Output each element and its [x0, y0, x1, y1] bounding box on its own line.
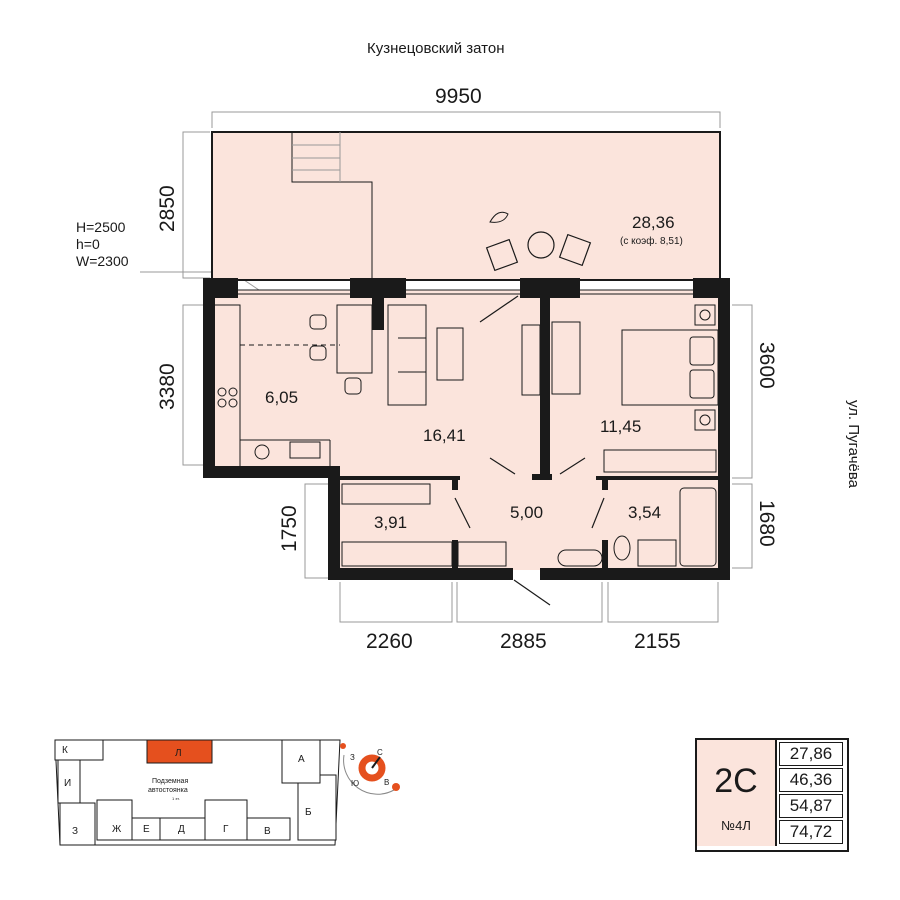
sun-icon: [340, 743, 346, 749]
walls: [203, 278, 730, 580]
window-width: W=2300: [76, 253, 129, 269]
dimension-lines: [140, 111, 753, 623]
sun-icon: [392, 783, 400, 791]
kitchen-furniture: [215, 304, 373, 468]
living-furniture: [387, 304, 581, 406]
plant-icon: [489, 211, 509, 223]
parking-level: 1 эт.: [172, 796, 180, 801]
street-top-label: Кузнецовский затон: [367, 40, 505, 57]
bedroom-area: 11,45: [600, 417, 641, 436]
bedroom-furniture: [603, 304, 719, 473]
stairs: [291, 132, 373, 278]
dim-bottom-3: 2155: [634, 630, 681, 653]
living-area: 16,41: [423, 426, 466, 445]
section-label: Д: [178, 824, 185, 835]
bathroom-fixtures: [613, 487, 717, 567]
apartment-type: 2С: [714, 762, 758, 800]
compass: С З Ю В: [340, 743, 400, 795]
area-value: 54,87: [779, 794, 843, 818]
section-label: З: [72, 826, 78, 837]
compass-north: С: [377, 748, 383, 757]
terrace-coef: (с коэф. 8,51): [620, 235, 683, 247]
apartment-info: 2С №4Л 27,86 46,36 54,87 74,72: [695, 738, 849, 852]
section-label: В: [264, 826, 271, 837]
storage-shelves: [341, 483, 603, 567]
window-height: H=2500: [76, 219, 126, 235]
section-highlight: [146, 739, 213, 764]
terrace-area: 28,36: [632, 213, 675, 232]
section-label: К: [62, 745, 68, 756]
parking-label: автостоянка: [148, 787, 188, 794]
hall-area: 5,00: [510, 503, 543, 522]
section-label: Ж: [112, 824, 122, 835]
dim-right-bath: 1680: [755, 500, 778, 547]
compass-west: З: [350, 753, 355, 762]
bath-area: 3,54: [628, 503, 661, 522]
compass-east: В: [384, 778, 389, 787]
compass-south: Ю: [351, 779, 359, 788]
section-label: А: [298, 754, 305, 765]
dim-top: 9950: [435, 85, 482, 108]
dim-right-bedroom: 3600: [755, 342, 778, 389]
doors: [454, 295, 605, 606]
section-label: Г: [223, 824, 229, 835]
area-value: 27,86: [779, 742, 843, 766]
terrace: [211, 131, 721, 281]
area-value: 46,36: [779, 768, 843, 792]
apartment-number: №4Л: [721, 818, 751, 833]
area-value: 74,72: [779, 820, 843, 844]
section-label: Б: [305, 807, 312, 818]
section-label: Л: [175, 748, 182, 759]
dim-bottom-1: 2260: [366, 630, 413, 653]
key-plan: К Л И З Ж Е Д Г В Б А Подземная автостоя…: [54, 739, 341, 846]
parking-label: Подземная: [152, 778, 188, 785]
kitchen-area: 6,05: [265, 388, 298, 407]
section-label: И: [64, 778, 71, 789]
storage-area: 3,91: [374, 513, 407, 532]
dim-left-kitchen: 3380: [156, 363, 179, 410]
dim-left-balcony: 2850: [156, 185, 179, 232]
dim-bottom-2: 2885: [500, 630, 547, 653]
windows: [238, 289, 693, 295]
section-label: Е: [143, 824, 150, 835]
dim-left-storage: 1750: [278, 505, 301, 552]
window-sill: h=0: [76, 236, 100, 252]
terrace-furniture: [485, 231, 592, 272]
floor-plan: 28,36 (с коэф. 8,51) 6,05 16,41 11,45 3,…: [76, 85, 778, 653]
apartment-type-box: 2С №4Л: [697, 740, 777, 846]
apartment-floor: [212, 290, 720, 570]
